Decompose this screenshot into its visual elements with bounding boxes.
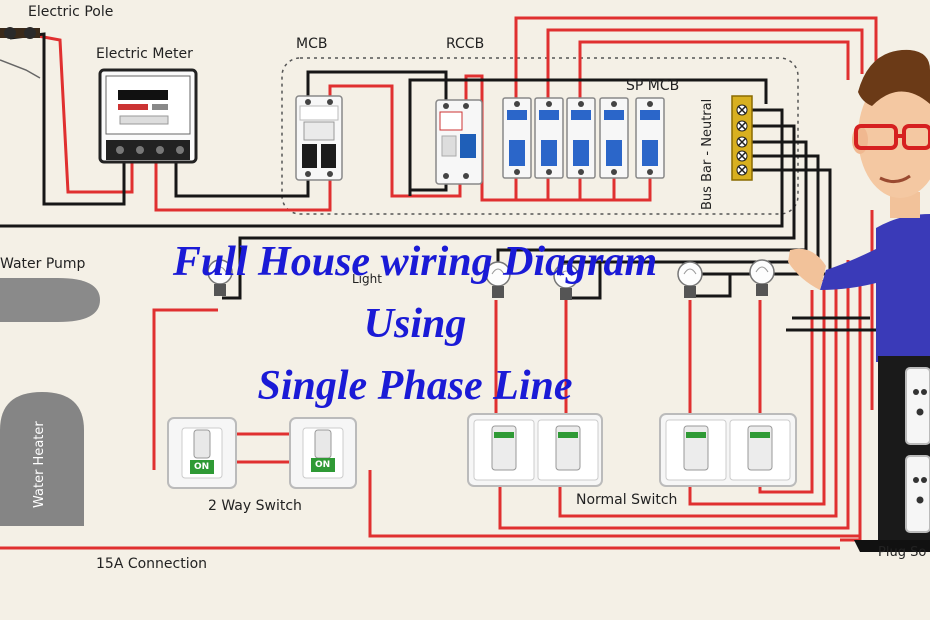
light-label: Light — [352, 272, 382, 286]
electric-meter — [98, 68, 198, 164]
sp-mcb-4 — [599, 97, 629, 179]
light-bulb-5 — [749, 259, 775, 296]
neutral-wires — [0, 32, 878, 332]
bus-bar-label: Bus Bar - Neutral — [700, 98, 715, 210]
water-pump-label: Water Pump — [0, 256, 86, 272]
electric-pole — [0, 27, 41, 79]
sp-mcb-row — [502, 97, 665, 179]
switch-on-text-1: ON — [194, 462, 210, 472]
sp-mcb-1 — [502, 97, 532, 179]
plug-socket-label: Plug So — [878, 545, 927, 560]
title-line-3: Single Phase Line — [257, 363, 573, 409]
sp-mcb-label: SP MCB — [626, 78, 680, 94]
two-way-switch-label: 2 Way Switch — [208, 498, 302, 514]
two-way-switch-1 — [167, 417, 237, 489]
normal-switch-label: Normal Switch — [576, 492, 678, 508]
normal-switch-plate-2 — [659, 413, 797, 487]
title-line-2: Using — [363, 301, 467, 347]
presenter-character — [788, 49, 930, 552]
electric-pole-label: Electric Pole — [28, 4, 114, 20]
title-line-1: Full House wiring Diagram — [172, 239, 658, 285]
rccb-label: RCCB — [446, 36, 485, 52]
main-mcb — [295, 95, 343, 181]
water-pump-shape — [0, 278, 100, 322]
sp-mcb-2 — [534, 97, 564, 179]
water-heater-label: Water Heater — [32, 421, 47, 508]
light-bulb-2 — [485, 261, 511, 298]
sp-mcb-5 — [635, 97, 665, 179]
rccb-device — [435, 99, 483, 185]
normal-switch-plate-1 — [467, 413, 603, 487]
plug-socket-lower — [905, 455, 930, 533]
light-bulb-3 — [553, 263, 579, 300]
electric-meter-label: Electric Meter — [96, 46, 193, 62]
sp-mcb-3 — [566, 97, 596, 179]
connection-15a-label: 15A Connection — [96, 556, 208, 572]
light-bulb-4 — [677, 261, 703, 298]
distribution-board-outline — [281, 57, 799, 215]
water-heater-shape — [0, 392, 84, 526]
neutral-bus-bar — [731, 95, 753, 181]
two-way-switch-2 — [289, 417, 357, 489]
switch-on-text-2: ON — [315, 460, 331, 470]
mcb-label: MCB — [296, 36, 328, 52]
plug-socket-upper — [905, 367, 930, 445]
light-bulb-1 — [207, 259, 233, 296]
